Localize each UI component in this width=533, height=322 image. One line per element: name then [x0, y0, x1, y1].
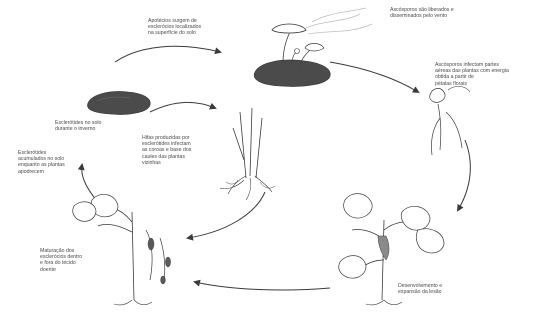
arrow-lesion-to-maturation — [195, 282, 330, 290]
sclerotium-soil-icon — [87, 91, 150, 114]
label-ascospores-infect: Ascósporos infectam partes aéreas das pl… — [435, 62, 530, 87]
label-ascospores-released: Ascósporos são liberados e disseminados … — [390, 7, 510, 19]
flower-infection-icon — [430, 86, 470, 155]
apothecia-sclerotium-icon — [254, 8, 372, 87]
arrow-sclerotia-to-apothecia — [115, 46, 220, 62]
arrow-hyphae-to-maturation — [188, 192, 265, 238]
label-sclerotia-soil: Esclerótides no solo durante o inverno — [55, 120, 135, 132]
arrow-soil-to-hyphae — [150, 102, 215, 112]
arrow-infection-to-lesion — [458, 140, 470, 210]
label-hyphae: Hifas produzidas por esclerótides infect… — [142, 135, 232, 166]
label-sclerotia-accumulated: Esclerótides acumulados no solo enquanto… — [18, 150, 98, 175]
label-apothecia: Apotécios surgem de esclerócios localiza… — [148, 18, 243, 37]
label-development: Desenvolvimento e expansão da lesão — [398, 283, 488, 295]
arrow-apothecia-to-infection — [330, 62, 418, 92]
label-maturation: Maturação dos esclerócios dentro e fora … — [40, 248, 115, 273]
